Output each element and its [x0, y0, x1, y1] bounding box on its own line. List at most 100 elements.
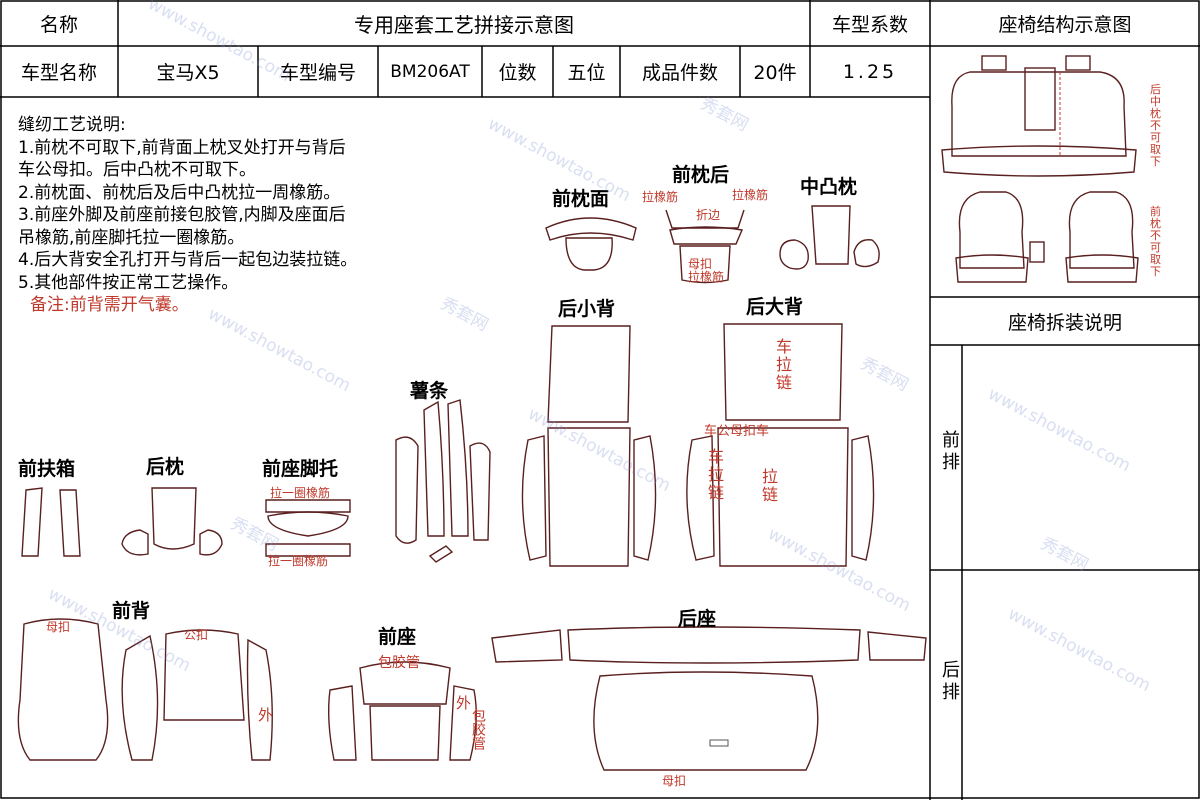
- rear-seat-piece: [491, 629, 563, 663]
- strip-piece: [469, 442, 491, 541]
- front-seat-piece: [369, 705, 441, 761]
- seat-structure-diagram: [941, 55, 1139, 283]
- pattern-pieces: [17, 205, 927, 771]
- note-footrest-elastic: 拉一圈橡筋: [268, 554, 329, 568]
- note-male-snap: 公扣: [184, 628, 209, 642]
- strip-piece: [395, 436, 419, 544]
- rear-small-back-piece: [547, 427, 631, 567]
- label-rear-small-back: 后小背: [558, 298, 616, 320]
- seats-label: 位数: [498, 62, 537, 84]
- coef-label: 车型系数: [831, 13, 908, 36]
- front-footrest-piece: [265, 499, 351, 513]
- name-label: 名称: [39, 13, 78, 36]
- instruction-line: 车公母扣。后中凸枕不可取下。: [18, 160, 256, 180]
- rear-small-back-piece: [521, 435, 547, 561]
- diagram-title: 专用座套工艺拼接示意图: [354, 12, 574, 37]
- front-headrest-back-piece: [665, 209, 745, 229]
- label-center-bump: 中凸枕: [800, 176, 858, 198]
- rear-big-back-piece: [686, 435, 715, 561]
- model-name-label: 车型名称: [20, 62, 97, 84]
- note-zipper: 车拉链: [773, 338, 792, 392]
- strip-piece: [423, 400, 445, 537]
- rear-headrest: [1065, 55, 1091, 71]
- note-zipper-left: 车拉链: [705, 448, 724, 502]
- front-footrest-piece: [267, 511, 349, 537]
- pieces-value: 20件: [753, 62, 797, 84]
- front-headrest-face-piece: [545, 217, 637, 241]
- rear-bench-outline: [951, 71, 1127, 157]
- label-strip: 薯条: [410, 380, 449, 402]
- rear-seat-piece: [593, 671, 819, 771]
- note-piping: 包胶管: [378, 655, 420, 671]
- front-back-piece: [246, 638, 273, 761]
- label-front-headrest-back: 前枕后: [672, 164, 730, 186]
- front-row-label: 前排: [939, 430, 960, 474]
- front-seat-left: [958, 191, 1025, 269]
- label-rear-seat: 后座: [678, 608, 717, 630]
- front-back-piece: [121, 634, 159, 761]
- rear-headrest: [981, 55, 1007, 71]
- front-headrest-face-piece: [565, 237, 613, 271]
- model-code-label: 车型编号: [279, 62, 356, 84]
- rear-headrest-piece: [199, 529, 223, 556]
- seats-value: 五位: [567, 62, 606, 84]
- front-back-piece: [163, 629, 245, 721]
- disassembly-title: 座椅拆装说明: [1007, 311, 1122, 334]
- rear-big-back-piece: [723, 323, 843, 421]
- front-seat-piece: [449, 685, 477, 761]
- instructions-remark: 备注:前背需开气囊。: [30, 295, 189, 315]
- note-hem: 折边: [696, 208, 721, 222]
- label-rear-big-back: 后大背: [746, 296, 804, 318]
- center-bump-piece: [779, 239, 809, 270]
- instruction-line: 1.前枕不可取下,前背面上枕叉处打开与背后: [18, 137, 346, 158]
- rear-big-back-piece: [851, 435, 875, 561]
- label-front-armrest: 前扶箱: [18, 458, 76, 480]
- label-front-headrest-face: 前枕面: [552, 188, 610, 210]
- note-outer: 外: [456, 694, 472, 712]
- rear-small-back-piece: [547, 325, 631, 423]
- front-footrest-piece: [265, 543, 351, 557]
- instruction-line: 2.前枕面、前枕后及后中凸枕拉一周橡筋。: [18, 182, 341, 203]
- strip-piece: [428, 545, 454, 563]
- front-armrest-piece: [21, 487, 43, 557]
- rear-seat-cushion: [941, 145, 1137, 177]
- rear-seat-piece: [567, 626, 861, 664]
- note-snap-male: 车公母扣车: [704, 424, 770, 439]
- model-code: BM206AT: [390, 61, 470, 82]
- note-rear-female-snap: 母扣: [662, 774, 687, 788]
- rear-big-back-piece: [717, 427, 849, 567]
- rear-center-headrest: [1024, 67, 1056, 131]
- rear-headrest-piece: [121, 529, 149, 556]
- note-outer: 外: [258, 706, 274, 724]
- note-rear-not-removable: 后中枕不可取下: [1150, 83, 1161, 168]
- front-seat-left-cushion: [955, 254, 1029, 283]
- front-seat-piece: [359, 661, 451, 705]
- model-name: 宝马X5: [156, 62, 220, 84]
- front-seat-right: [1068, 191, 1135, 269]
- rear-seat-piece: [867, 631, 927, 661]
- rear-row-label: 后排: [939, 660, 960, 704]
- note-piping-vertical: 包胶管: [470, 708, 486, 750]
- note-elastic: 拉橡筋: [642, 190, 679, 204]
- label-rear-headrest: 后枕: [146, 456, 185, 478]
- pieces-label: 成品件数: [641, 62, 718, 84]
- console: [1029, 241, 1045, 263]
- front-headrest-back-piece: [679, 245, 731, 284]
- note-zipper-right: 拉链: [759, 468, 778, 504]
- note-footrest-elastic: 拉一圈橡筋: [270, 486, 331, 500]
- label-front-seat: 前座: [378, 626, 417, 648]
- instruction-line: 3.前座外脚及前座前接包胶管,内脚及座面后: [18, 205, 346, 225]
- note-front-not-removable: 前枕不可取下: [1150, 205, 1161, 278]
- center-bump-piece: [853, 239, 880, 268]
- front-headrest-back-piece: [669, 226, 743, 245]
- rear-headrest-piece: [151, 487, 197, 550]
- label-front-footrest: 前座脚托: [262, 458, 339, 480]
- sewing-instructions: 缝纫工艺说明: 1.前枕不可取下,前背面上枕叉处打开与背后 车公母扣。后中凸枕不…: [18, 114, 357, 317]
- label-front-back: 前背: [112, 600, 151, 622]
- front-seat-piece: [327, 685, 357, 761]
- note-snap-elastic: 母扣 拉橡筋: [688, 257, 725, 284]
- instruction-line: 吊橡筋,前座脚托拉一圈橡筋。: [18, 227, 245, 248]
- front-seat-right-cushion: [1065, 254, 1139, 283]
